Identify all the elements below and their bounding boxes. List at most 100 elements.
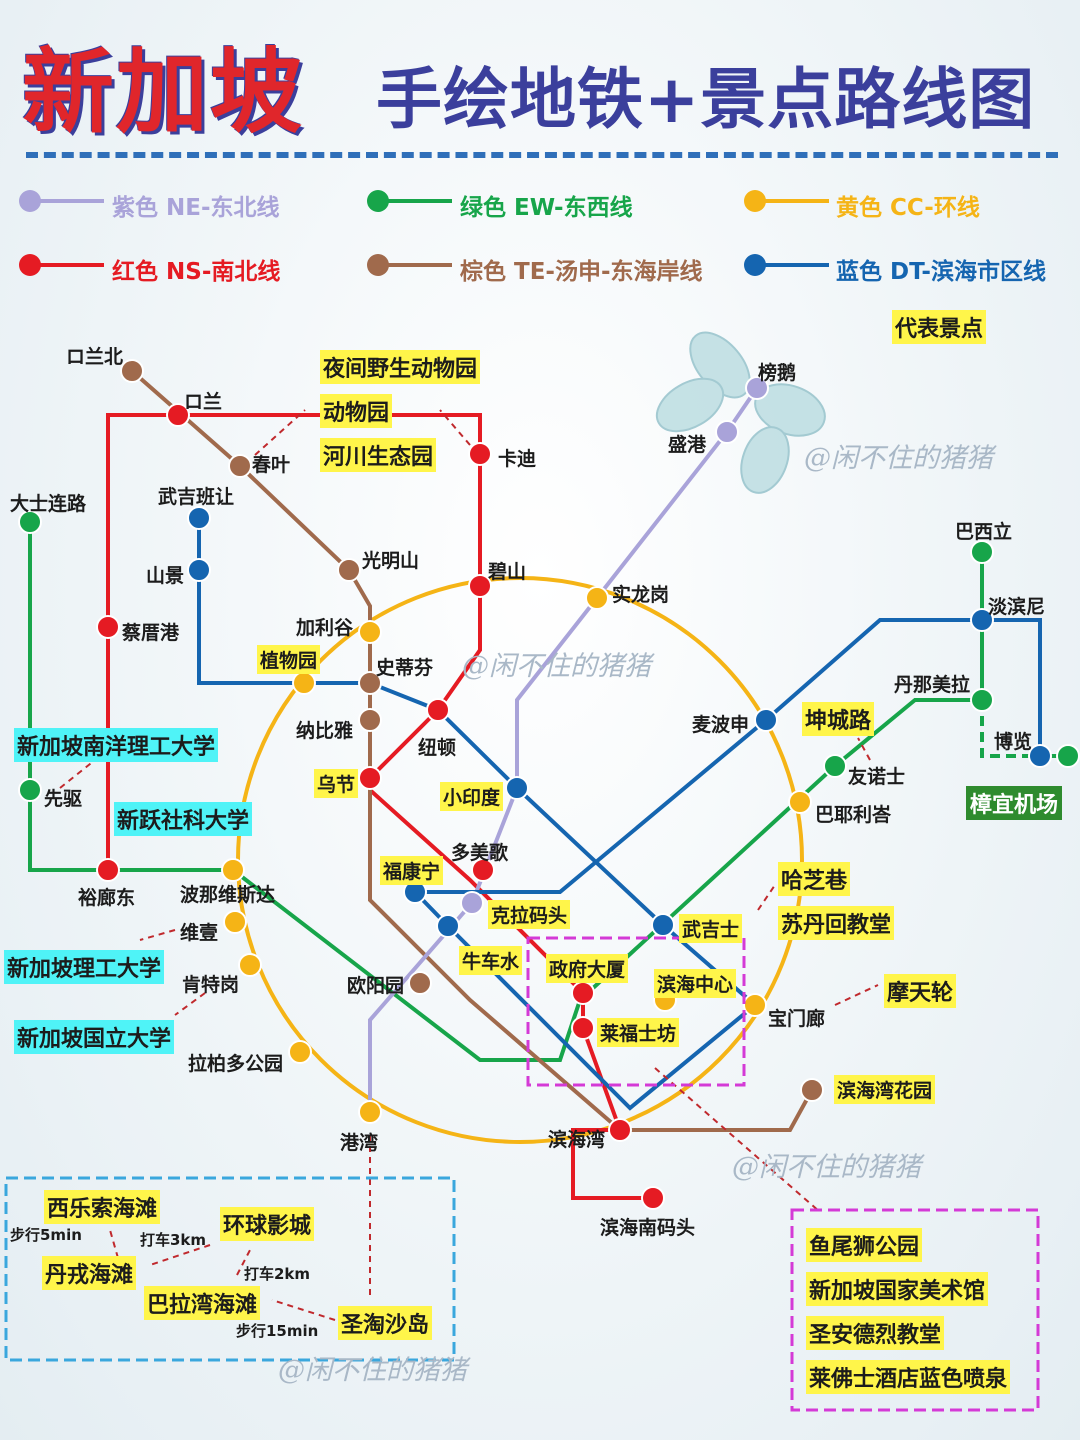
- station-dot: [120, 359, 144, 383]
- propeller-icon: [655, 331, 826, 494]
- attraction-suss: 新跃社科大学: [114, 802, 253, 836]
- legend-dt: 蓝色 DT-滨海市区线: [836, 259, 1046, 285]
- station-label-orchard: 乌节: [314, 769, 359, 798]
- station-label: 裕廊东: [78, 887, 136, 909]
- station-dot: [166, 403, 190, 427]
- sentosa-box: [4, 1176, 456, 1362]
- station-label-little-india: 小印度: [440, 782, 504, 811]
- attraction-zoo: 动物园: [320, 394, 393, 428]
- station-label: 纽顿: [418, 737, 457, 759]
- watermark: @闲不住的猪猪: [804, 443, 993, 474]
- station-dot: [468, 442, 492, 466]
- station-dot: [460, 891, 484, 915]
- station-dot: [468, 574, 492, 598]
- station-label: 实龙岗: [612, 584, 670, 606]
- watermark: @闲不住的猪猪: [732, 1152, 921, 1183]
- station-dot: [651, 913, 675, 937]
- legend-cc: 黄色 CC-环线: [836, 195, 980, 221]
- station-label-promenade: 滨海中心: [654, 969, 737, 998]
- station-label-fort-canning: 福康宁: [380, 856, 444, 885]
- station-dot: [754, 708, 778, 732]
- station-dot: [187, 506, 211, 530]
- station-dot: [408, 971, 432, 995]
- line-ew: [28, 522, 984, 1062]
- station-dot: [715, 420, 739, 444]
- station-dot: [788, 790, 812, 814]
- attraction-nus: 新加坡国立大学: [14, 1020, 175, 1054]
- station-dot: [436, 914, 460, 938]
- watermark: @闲不住的猪猪: [462, 651, 651, 682]
- station-label: ロ兰: [184, 391, 223, 413]
- station-dot: [358, 766, 382, 790]
- attraction-night-safari: 夜间野生动物园: [320, 350, 481, 384]
- station-dot: [970, 608, 994, 632]
- civic-district-box: [526, 936, 746, 1087]
- attraction-national-gallery: 新加坡国家美术馆: [806, 1272, 989, 1306]
- station-label: 巴西立: [955, 521, 1013, 543]
- attraction-siloso-beach: 西乐索海滩: [44, 1190, 161, 1224]
- title-divider: [26, 152, 1058, 158]
- station-label: 维壹: [180, 922, 219, 944]
- station-dot: [223, 910, 247, 934]
- station-label: 港湾: [340, 1132, 379, 1154]
- station-dot: [1056, 744, 1080, 768]
- station-label: 多美歌: [451, 842, 509, 864]
- attraction-changi-airport: 樟宜机场: [966, 786, 1063, 820]
- station-dot: [641, 1186, 665, 1210]
- station-label: 大士连路: [10, 493, 87, 515]
- station-dot: [221, 858, 245, 882]
- legend-ew: 绿色 EW-东西线: [460, 195, 633, 221]
- attraction-haji-lane: 哈芝巷: [778, 862, 851, 896]
- station-label-clarke-quay: 克拉码头: [488, 900, 571, 929]
- station-label: 武吉班让: [158, 486, 235, 508]
- station-label: 先驱: [44, 788, 83, 810]
- station-label: 光明山: [362, 550, 420, 572]
- attraction-flyer: 摩天轮: [884, 974, 957, 1008]
- legend-ne: 紫色 NE-东北线: [112, 195, 280, 221]
- station-label-bugis: 武吉士: [679, 914, 743, 943]
- route-note: 步行5min: [10, 1226, 82, 1244]
- attraction-merlion: 鱼尾狮公园: [806, 1228, 923, 1262]
- station-label: 碧山: [488, 561, 527, 583]
- station-label: 山景: [146, 565, 185, 587]
- station-label-botanic: 植物园: [257, 645, 321, 674]
- station-label: 滨海湾: [548, 1129, 606, 1151]
- route-note: 打车3km: [140, 1231, 207, 1249]
- station-dot: [288, 1040, 312, 1064]
- station-dot: [471, 858, 495, 882]
- station-label: 春叶: [252, 454, 291, 476]
- station-dot: [292, 671, 316, 695]
- attraction-kallang: 坤城路: [802, 702, 875, 736]
- attraction-ntu: 新加坡南洋理工大学: [14, 728, 219, 762]
- station-dot: [745, 376, 769, 400]
- page-title: 新加坡: [22, 38, 305, 146]
- station-dot: [426, 698, 450, 722]
- station-dot: [337, 558, 361, 582]
- legend-markers: [19, 190, 829, 276]
- station-dot: [608, 1118, 632, 1142]
- station-dot: [358, 708, 382, 732]
- legend-ns: 红色 NS-南北线: [112, 259, 281, 285]
- attraction-river-wonders: 河川生态园: [320, 438, 437, 472]
- station-dot: [585, 586, 609, 610]
- station-dot: [800, 1078, 824, 1102]
- station-label: 博览: [994, 731, 1033, 753]
- attraction-raffles-fountain: 莱佛士酒店蓝色喷泉: [806, 1360, 1011, 1394]
- station-dot: [970, 540, 994, 564]
- station-dot: [18, 778, 42, 802]
- page-subtitle: 手绘地铁+景点路线图: [376, 61, 1036, 138]
- station-label: 拉柏多公园: [188, 1053, 284, 1075]
- attraction-palawan-beach: 巴拉湾海滩: [144, 1286, 261, 1320]
- legend-attraction-key: 代表景点: [892, 310, 987, 344]
- attraction-uss: 环球影城: [220, 1207, 315, 1241]
- station-label: 丹那美拉: [894, 674, 971, 696]
- station-label: 卡迪: [498, 448, 537, 470]
- watermark: @闲不住的猪猪: [278, 1355, 467, 1386]
- station-label: 淡滨尼: [988, 596, 1046, 618]
- station-dot: [358, 1100, 382, 1124]
- station-dot: [18, 510, 42, 534]
- station-dot: [743, 993, 767, 1017]
- station-dot: [823, 754, 847, 778]
- station-dot: [228, 454, 252, 478]
- station-dot: [238, 953, 262, 977]
